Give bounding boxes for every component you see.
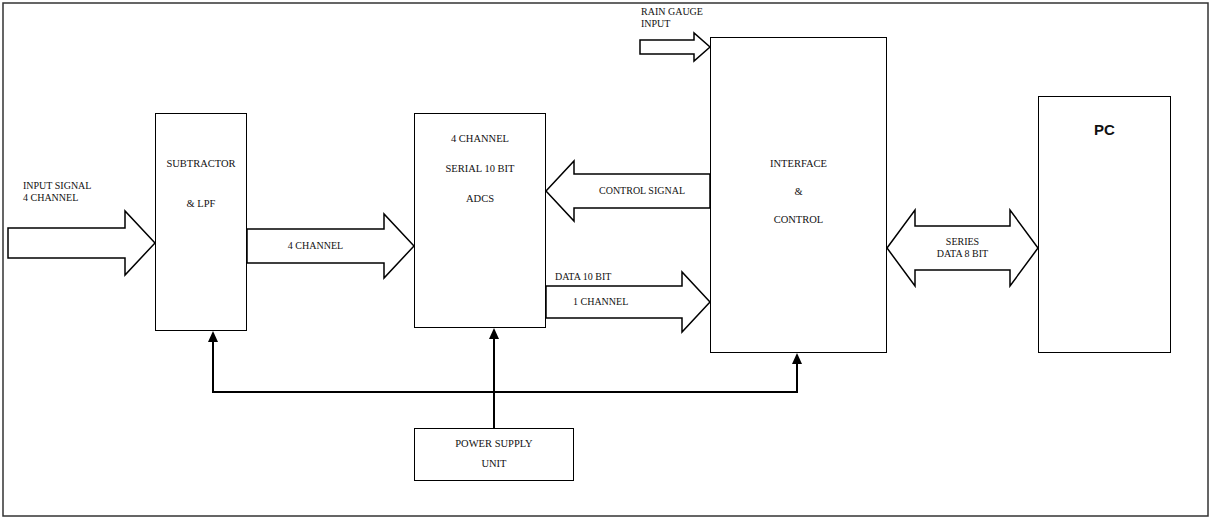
arrow-head <box>489 328 499 339</box>
signal-label: DATA 10 BIT <box>554 271 612 283</box>
block-arrow <box>546 272 710 332</box>
adc-box: 4 CHANNEL SERIAL 10 BIT ADCS <box>414 113 546 328</box>
arrow-head <box>792 353 802 364</box>
box-text: POWER SUPPLY UNIT <box>448 434 540 474</box>
signal-label: CONTROL SIGNAL <box>598 185 686 197</box>
signal-label: SERIES DATA 8 BIT <box>932 236 994 260</box>
signal-label: 4 CHANNEL <box>287 240 344 252</box>
power-supply-box: POWER SUPPLY UNIT <box>414 428 574 481</box>
rain-gauge-label: RAIN GAUGE INPUT <box>640 6 714 30</box>
interface-box: INTERFACE & CONTROL <box>710 37 887 353</box>
block-arrow <box>546 161 710 221</box>
subtractor-box: SUBTRACTOR & LPF <box>155 113 247 331</box>
rain-gauge-arrow <box>640 33 710 61</box>
box-text: INTERFACE & CONTROL <box>770 150 827 234</box>
box-text: 4 CHANNEL SERIAL 10 BIT ADCS <box>439 124 521 214</box>
box-text: SUBTRACTOR & LPF <box>166 144 235 224</box>
power-line <box>494 353 802 428</box>
power-line <box>208 331 494 428</box>
input-signal-label: INPUT SIGNAL 4 CHANNEL <box>22 180 94 204</box>
input-block-arrow <box>8 211 155 275</box>
box-text: PC <box>1094 121 1115 139</box>
block-arrow <box>247 214 414 278</box>
arrow-head <box>208 331 218 342</box>
channel-count-label: 1 CHANNEL <box>572 296 629 308</box>
outer-frame <box>3 3 1208 516</box>
power-wire <box>494 362 797 428</box>
pc-box: PC <box>1038 96 1171 353</box>
power-wire <box>213 340 494 428</box>
block-arrow <box>887 210 1038 286</box>
